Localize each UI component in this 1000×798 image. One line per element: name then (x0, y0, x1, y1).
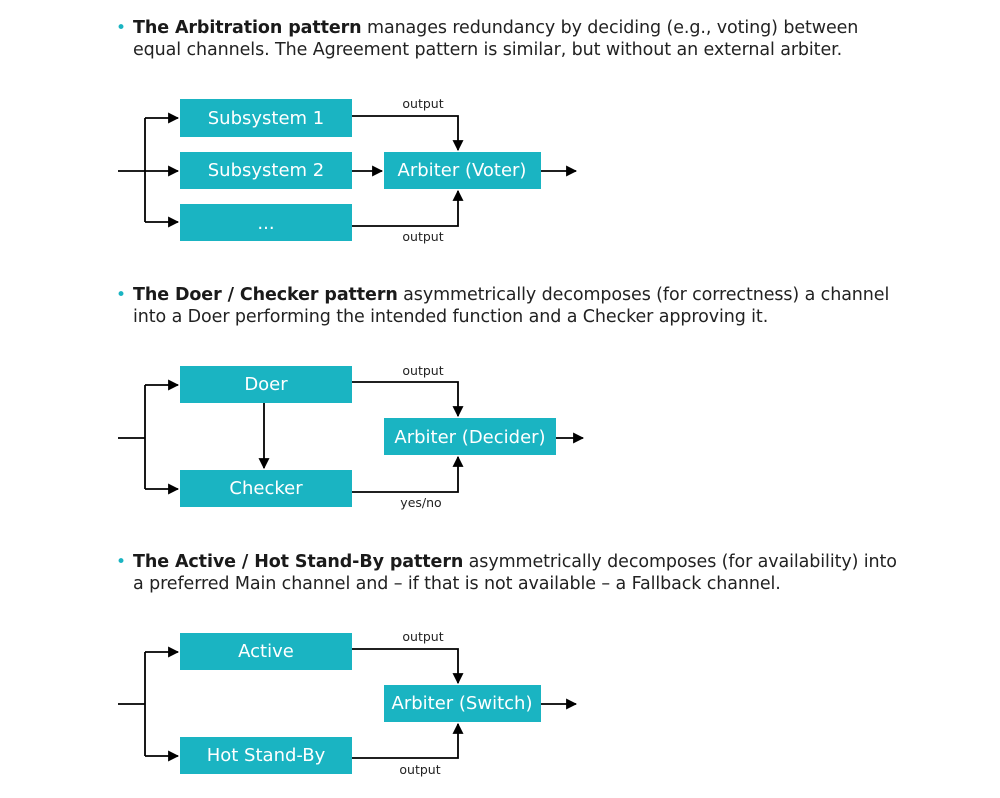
yes-no-arrow (352, 455, 464, 493)
subsystem-2-box (180, 152, 352, 189)
bullet-icon: • (116, 285, 126, 305)
checker-label: Checker (229, 478, 303, 499)
subsystem-n-label: ... (257, 213, 274, 234)
bullet-icon: • (116, 552, 126, 572)
doer-checker-diagram: Doer Checker Arbiter (Decider) output ye… (118, 363, 585, 510)
output-label: output (399, 762, 440, 777)
subsystem-n-box (180, 204, 352, 241)
arbiter-voter-box (384, 152, 541, 189)
active-label: Active (238, 641, 294, 662)
arbitration-description: • The Arbitration pattern manages redund… (116, 17, 906, 61)
subsystem-2-label: Subsystem 2 (208, 160, 325, 181)
arbitration-text: manages redundancy by deciding (e.g., vo… (133, 18, 859, 60)
doer-label: Doer (244, 374, 288, 395)
hot-standby-title: The Active / Hot Stand-By pattern (133, 552, 464, 572)
hot-standby-text: asymmetrically decomposes (for availabil… (133, 552, 897, 594)
doer-checker-title: The Doer / Checker pattern (133, 285, 398, 305)
hot-standby-box (180, 737, 352, 774)
arbitration-title: The Arbitration pattern (133, 18, 362, 38)
arbitration-diagram: Subsystem 1 Subsystem 2 ... Arbiter (Vot… (118, 96, 578, 244)
doer-checker-text: asymmetrically decomposes (for correctne… (133, 285, 890, 327)
doer-checker-description: • The Doer / Checker pattern asymmetrica… (116, 284, 906, 328)
hot-standby-label: Hot Stand-By (207, 745, 326, 766)
output-arrow (352, 189, 464, 227)
arbiter-decider-box (384, 418, 556, 455)
doer-box (180, 366, 352, 403)
hot-standby-description: • The Active / Hot Stand-By pattern asym… (116, 551, 906, 595)
output-label: output (402, 363, 443, 378)
active-box (180, 633, 352, 670)
arbiter-switch-label: Arbiter (Switch) (392, 693, 533, 714)
output-label: output (402, 229, 443, 244)
subsystem-1-label: Subsystem 1 (208, 108, 325, 129)
output-arrow (352, 648, 464, 685)
output-label: output (402, 629, 443, 644)
yes-no-label: yes/no (400, 495, 441, 510)
arbiter-voter-label: Arbiter (Voter) (398, 160, 527, 181)
output-arrow (352, 381, 464, 418)
subsystem-1-box (180, 99, 352, 137)
arbiter-switch-box (384, 685, 541, 722)
hot-standby-diagram: Active Hot Stand-By Arbiter (Switch) out… (118, 629, 578, 777)
arbiter-decider-label: Arbiter (Decider) (394, 427, 545, 448)
checker-box (180, 470, 352, 507)
output-arrow (352, 115, 464, 152)
output-label: output (402, 96, 443, 111)
output-arrow (352, 722, 464, 759)
bullet-icon: • (116, 18, 126, 38)
